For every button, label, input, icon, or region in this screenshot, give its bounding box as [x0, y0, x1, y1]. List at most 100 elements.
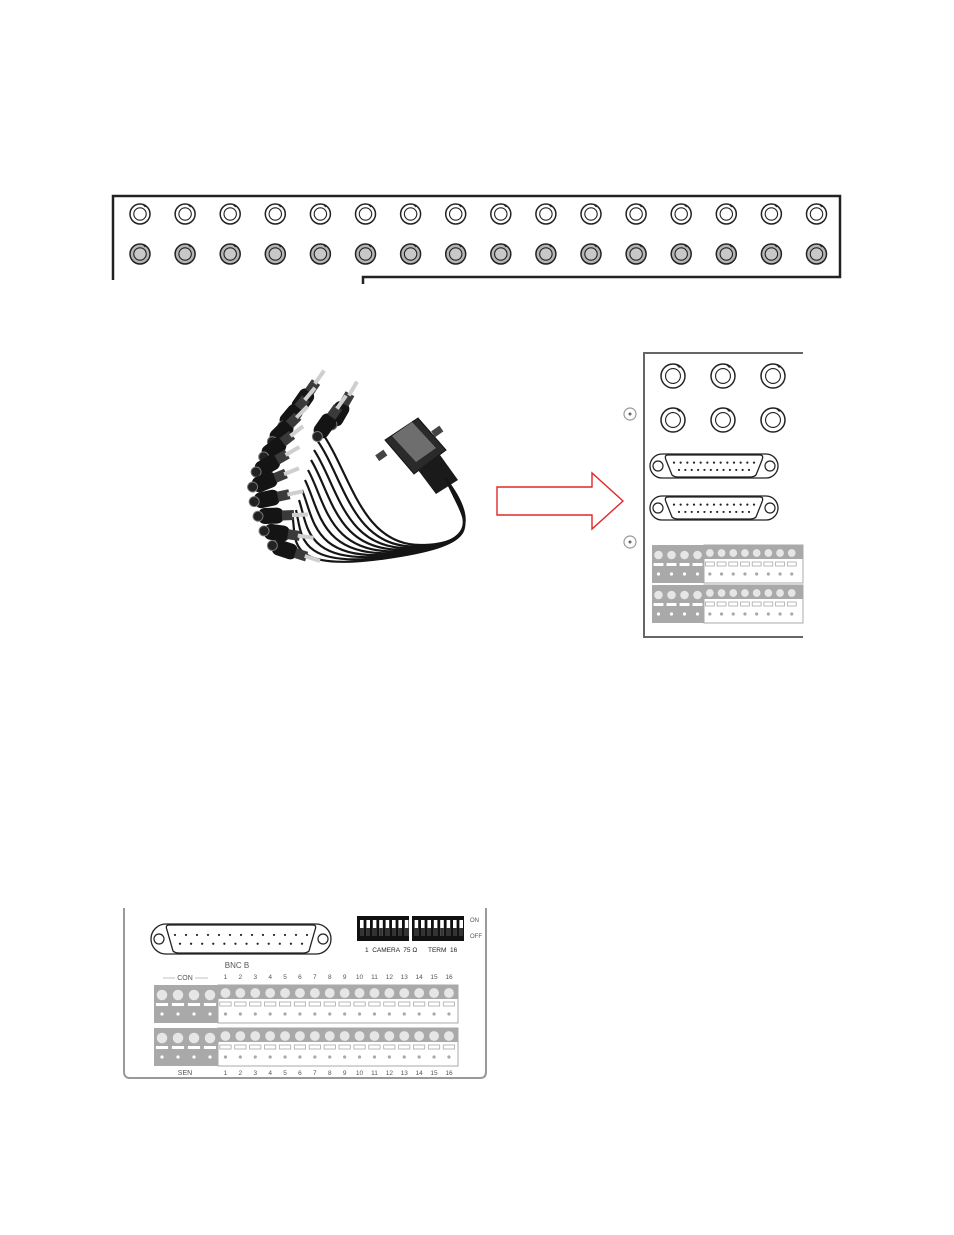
- bnc-connector-icon: [399, 203, 422, 225]
- channel-number: 5: [283, 974, 287, 981]
- rear-panel-outline: [643, 352, 803, 638]
- bnc-connector-icon: [354, 203, 377, 225]
- bnc-connector-icon: [309, 203, 332, 225]
- top-panel-outline: [111, 194, 842, 284]
- channel-number: 7: [313, 1070, 317, 1077]
- dip-on-label: ON: [470, 918, 479, 924]
- bnc-connector-icon: [760, 363, 786, 389]
- bnc-connector-icon: [710, 363, 736, 389]
- bnc-connector-icon: [805, 243, 828, 265]
- rear-bnc-connectors: [660, 363, 786, 433]
- channel-number: 9: [343, 974, 347, 981]
- channel-number: 6: [298, 974, 302, 981]
- bnc-connector-icon: [580, 203, 602, 225]
- bnc-b-dsub-connector: [150, 923, 332, 955]
- bnc-connector-icon: [219, 203, 241, 225]
- rear-dsub-connectors: [649, 453, 779, 521]
- bnc-plug-icon: [311, 394, 348, 443]
- bnc-plug-icon: [248, 489, 304, 509]
- bnc-connector-icon: [490, 203, 512, 225]
- dip-off-label: OFF: [470, 934, 482, 940]
- bnc-connector-icon: [399, 243, 422, 265]
- bnc-connector-icon: [444, 203, 467, 225]
- channel-number: 12: [386, 974, 394, 981]
- channel-number: 16: [445, 974, 453, 981]
- terminal-block-icon: [652, 584, 804, 624]
- bnc-connector-icon: [264, 243, 287, 265]
- bnc-connector-icon: [174, 203, 196, 225]
- rear-terminal-blocks: [652, 544, 804, 624]
- bnc-connector-icon: [354, 243, 377, 265]
- channel-number: 11: [371, 974, 378, 981]
- channel-number: 7: [313, 974, 317, 981]
- bnc-connector-icon: [670, 243, 692, 265]
- bnc-connector-icon: [264, 203, 287, 225]
- channel-number: 11: [371, 1070, 378, 1077]
- bottom-panel: BNC B ON OFF 1 CAMERA 75 Ω TERM 16 CON 1…: [123, 908, 487, 1079]
- dsub-connector-icon: [649, 453, 779, 479]
- bnc-connector-icon: [129, 243, 151, 265]
- channel-number: 10: [356, 1070, 364, 1077]
- dip-caption-left: 1 CAMERA 75 Ω: [365, 947, 417, 954]
- terminal-block-icon: [154, 1027, 459, 1067]
- bnc-connector-icon: [625, 243, 647, 265]
- bnc-plug-icon: [266, 539, 321, 563]
- channel-number: 8: [328, 974, 332, 981]
- bnc-connector-icon: [715, 243, 738, 265]
- channel-number: 13: [401, 974, 409, 981]
- bnc-plug-icon: [247, 466, 300, 493]
- bnc-connector-icon: [535, 203, 557, 225]
- bnc-plug-icon: [252, 507, 309, 525]
- dip-switch: ON OFF 1 CAMERA 75 Ω TERM 16: [357, 916, 482, 954]
- terminal-block-icon: [154, 984, 459, 1024]
- channel-number: 4: [268, 974, 272, 981]
- channel-number: 15: [430, 1070, 438, 1077]
- channel-number: 16: [445, 1070, 453, 1077]
- channel-number: 6: [298, 1070, 302, 1077]
- bottom-panel-outline: [123, 908, 487, 1079]
- bnc-connector-icon: [129, 203, 151, 225]
- top-bnc-connectors: [129, 203, 828, 265]
- channel-number: 2: [239, 1070, 243, 1077]
- bottom-terminal-blocks: [154, 984, 459, 1067]
- bnc-connector-icon: [805, 203, 828, 225]
- bnc-connector-icon: [670, 203, 692, 225]
- bnc-connector-icon: [490, 243, 512, 265]
- bnc-b-label: BNC B: [225, 961, 249, 970]
- bnc-connector-icon: [444, 243, 467, 265]
- bnc-plug-icon: [258, 523, 314, 542]
- bnc-connector-icon: [760, 243, 783, 265]
- channel-number: 1: [224, 974, 228, 981]
- channel-number: 8: [328, 1070, 332, 1077]
- bnc-connector-icon: [660, 407, 686, 433]
- bnc-connector-icon: [535, 243, 557, 265]
- channel-number: 12: [386, 1070, 394, 1077]
- channel-number: 5: [283, 1070, 287, 1077]
- bnc-plug-icon: [250, 445, 301, 478]
- dip-caption-right: TERM 16: [428, 947, 458, 954]
- channel-number: 14: [416, 974, 424, 981]
- bnc-connector-icon: [760, 203, 783, 225]
- sen-label: SEN: [178, 1070, 192, 1077]
- bnc-connector-icon: [625, 203, 647, 225]
- dsub-connector-icon: [150, 923, 332, 955]
- channel-number: 3: [253, 974, 257, 981]
- top-bnc-panel: [111, 194, 842, 284]
- channel-number: 9: [343, 1070, 347, 1077]
- bnc-connector-icon: [219, 243, 241, 265]
- dsub-connector-icon: [649, 495, 779, 521]
- bnc-connector-icon: [715, 203, 738, 225]
- bnc-connector-icon: [309, 243, 332, 265]
- channel-number: 14: [416, 1070, 424, 1077]
- channel-number: 2: [239, 974, 243, 981]
- rear-panel-icon: [623, 352, 804, 638]
- right-arrow-icon: [496, 471, 625, 531]
- bnc-connector-icon: [174, 243, 196, 265]
- bnc-connector-icon: [580, 243, 602, 265]
- bnc-connector-icon: [660, 363, 686, 389]
- con-label: CON: [177, 975, 193, 982]
- channel-number: 1: [224, 1070, 228, 1077]
